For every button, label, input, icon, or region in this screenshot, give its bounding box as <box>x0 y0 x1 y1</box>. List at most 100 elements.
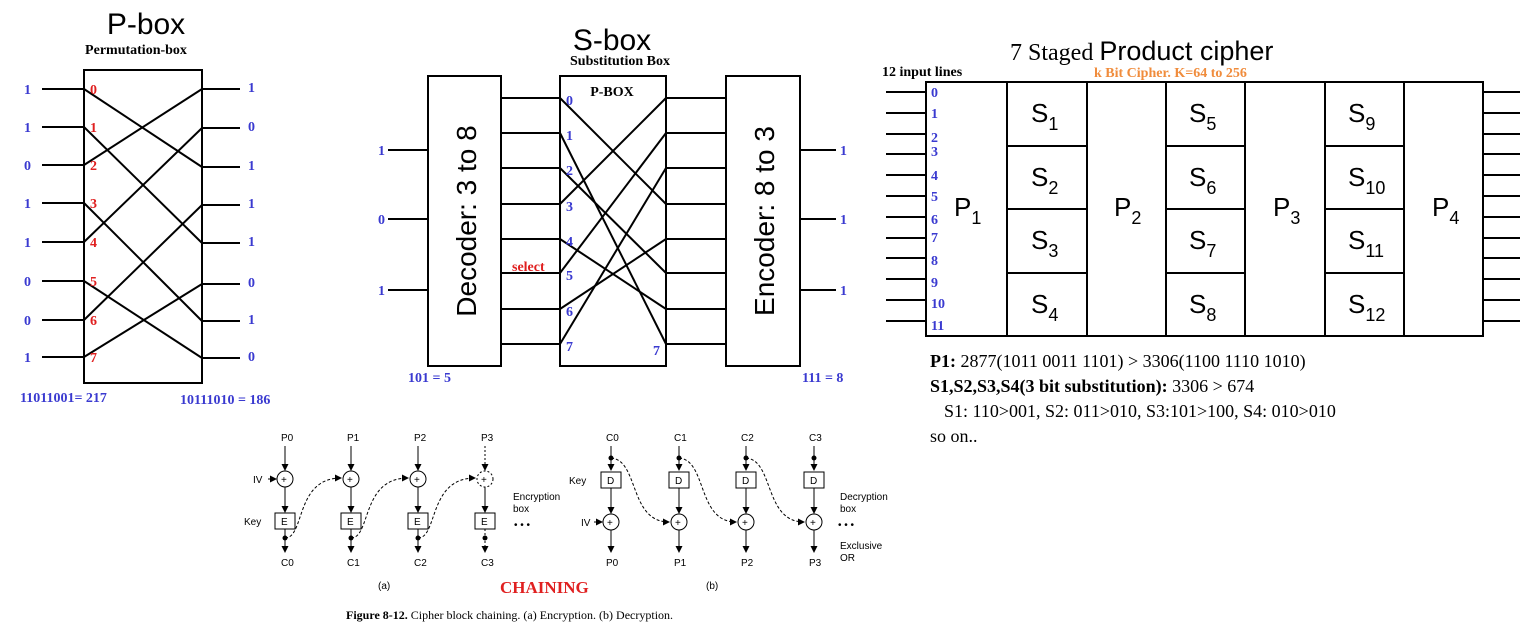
pbox-rect <box>83 69 203 384</box>
plaintext-label: P1 <box>347 433 360 444</box>
sbox-right-caption: 111 = 8 <box>802 371 843 386</box>
pbox-output-bit: 0 <box>248 276 255 291</box>
sbox-cross-wire <box>559 97 667 205</box>
sbox-cross-wire <box>559 132 667 274</box>
pbox-input-bit: 1 <box>24 121 31 136</box>
sbox-stage-label: S1 <box>1031 98 1058 134</box>
product-line-number: 7 <box>931 231 938 246</box>
xor-symbol: + <box>675 518 681 529</box>
pbox-port-number: 7 <box>90 351 97 366</box>
ciphertext-label: C0 <box>281 558 294 569</box>
sbox-input-bit: 1 <box>378 144 385 159</box>
plaintext-label: P3 <box>481 433 494 444</box>
sbox-cross-wire <box>559 167 667 345</box>
figure-caption: Figure 8-12. Cipher block chaining. (a) … <box>346 608 673 622</box>
plaintext-label: P0 <box>281 433 294 444</box>
ciphertext-label: C3 <box>809 433 822 444</box>
product-line-number: 4 <box>931 169 938 184</box>
plaintext-label: P0 <box>606 558 619 569</box>
product-line-number: 9 <box>931 276 938 291</box>
product-line-number: 5 <box>931 190 938 205</box>
pbox-input-bit: 0 <box>24 275 31 290</box>
pbox-left-caption: 11011001= 217 <box>20 391 107 406</box>
product-line-number: 3 <box>931 145 938 160</box>
pbox-stage-label: P1 <box>954 192 981 228</box>
pbox-output-bit: 1 <box>248 159 255 174</box>
sbox-wires <box>388 97 836 345</box>
encoder-label: Encoder: 8 to 3 <box>749 126 780 316</box>
pbox-port-number: 5 <box>90 275 97 290</box>
decoder-rect <box>427 75 502 367</box>
encryption-box-caption: Encryption <box>513 492 560 503</box>
sbox-port-number: 5 <box>566 269 573 284</box>
ciphertext-label: C1 <box>347 558 360 569</box>
sbox-port-number: 4 <box>566 235 573 250</box>
product-io-lines <box>886 91 1520 322</box>
sbox-output-bit: 1 <box>840 213 847 228</box>
chain-feedback-arrow <box>417 474 476 539</box>
continuation-dots: • • • <box>838 520 855 531</box>
pbox-output-bit: 1 <box>248 313 255 328</box>
sbox-stage-label: S11 <box>1348 225 1384 261</box>
pbox-stage-label: P3 <box>1273 192 1300 228</box>
pbox-port-number: 3 <box>90 197 97 212</box>
decryption-box-letter: D <box>742 476 749 487</box>
pbox-output-bit: 1 <box>248 81 255 96</box>
inner-pbox-rect <box>559 75 667 367</box>
junction-dot <box>811 455 817 461</box>
sbox-diagram: S-box Substitution Box Decoder: 3 to 8 P… <box>378 24 847 386</box>
xor-caption-2: OR <box>840 553 855 564</box>
xor-symbol: + <box>347 475 353 486</box>
decryption-box-letter: D <box>607 476 614 487</box>
pbox-cross-wire <box>83 283 203 358</box>
product-cipher-diagram: 7 Staged Product cipher 12 input lines k… <box>882 36 1520 446</box>
encoder-rect <box>725 75 801 367</box>
sbox-title: S-box <box>573 24 651 57</box>
pbox-port-number: 4 <box>90 236 97 251</box>
pbox-input-bit: 1 <box>24 197 31 212</box>
ciphertext-label: C0 <box>606 433 619 444</box>
sbox-stage-label: S2 <box>1031 162 1058 198</box>
pbox-port-number: 2 <box>90 159 97 174</box>
note-so-on: so on.. <box>930 426 978 446</box>
pbox-cross-wire <box>83 204 203 321</box>
sbox-left-caption: 101 = 5 <box>408 371 451 386</box>
chaining-diagram: P0+EC0P1+EC1P2+EC2P3+EC3IVKeyEncryptionb… <box>244 433 888 622</box>
pbox-output-bit: 1 <box>248 197 255 212</box>
pbox-wires <box>42 88 240 359</box>
chain-feedback-arrow <box>745 457 805 526</box>
chain-feedback-arrow <box>350 474 409 539</box>
xor-symbol: + <box>810 518 816 529</box>
decoder-label: Decoder: 3 to 8 <box>451 125 482 316</box>
product-title: 7 Staged Product cipher <box>1010 36 1273 66</box>
enc-tag: (a) <box>378 581 390 592</box>
inner-pbox-title: P-BOX <box>590 85 634 100</box>
encryption-box-letter: E <box>281 517 288 528</box>
sbox-input-bit: 1 <box>378 284 385 299</box>
product-line-number: 1 <box>931 107 938 122</box>
chain-feedback-arrow <box>678 457 737 526</box>
sbox-port-number: 0 <box>566 94 573 109</box>
pbox-input-bit: 1 <box>24 236 31 251</box>
pbox-port-number: 6 <box>90 314 97 329</box>
xor-symbol: + <box>742 518 748 529</box>
sbox-port-number: 2 <box>566 164 573 179</box>
sbox-port-number: 3 <box>566 200 573 215</box>
pbox-port-number: 1 <box>90 121 97 136</box>
pbox-input-bit: 1 <box>24 351 31 366</box>
plaintext-label: P1 <box>674 558 687 569</box>
sbox-input-bit: 0 <box>378 213 385 228</box>
pbox-cross-wire <box>83 127 203 243</box>
sbox-out-port: 7 <box>653 344 660 359</box>
dec-tag: (b) <box>706 581 718 592</box>
pbox-stage-label: P4 <box>1432 192 1459 228</box>
xor-symbol: + <box>414 475 420 486</box>
pbox-output-bit: 0 <box>248 120 255 135</box>
pbox-output-bit: 0 <box>248 350 255 365</box>
pbox-port-number: 0 <box>90 83 97 98</box>
junction-dot <box>482 535 488 541</box>
xor-symbol: + <box>281 475 287 486</box>
continuation-dots: • • • <box>514 520 531 531</box>
kbit-label: k Bit Cipher. K=64 to 256 <box>1094 66 1247 81</box>
